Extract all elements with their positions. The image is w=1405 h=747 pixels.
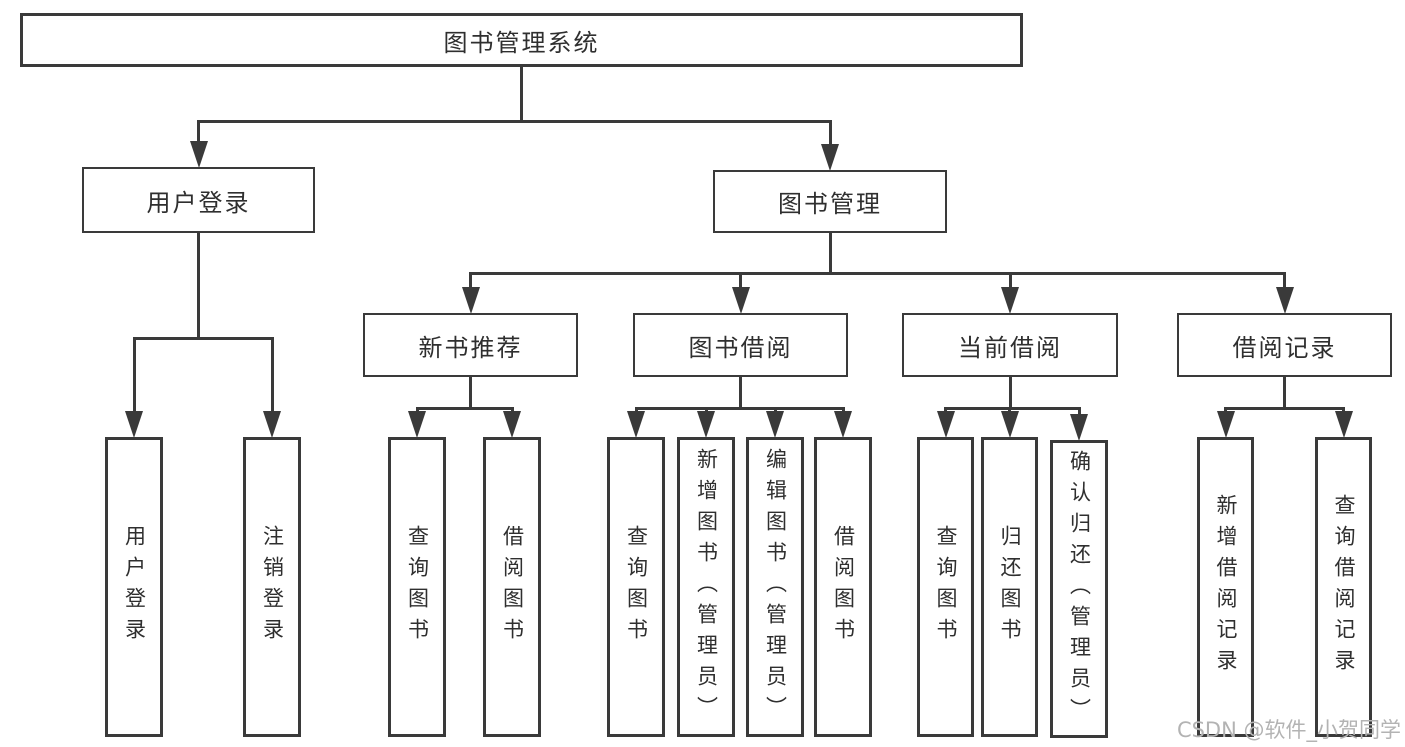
node-label: 查询借阅记录	[1332, 494, 1356, 680]
arrow-down-icon	[1334, 411, 1353, 438]
node-label: 图书借阅	[688, 333, 793, 362]
connector-line	[132, 337, 136, 417]
arrow-down-icon	[503, 411, 521, 438]
connector-line	[944, 407, 1081, 410]
connector-line	[469, 272, 472, 293]
watermark: CSDN @软件_小贺同学	[1176, 718, 1401, 742]
node-label: 借阅记录	[1232, 333, 1337, 362]
connector-line	[739, 377, 742, 410]
connector-line	[1283, 272, 1286, 293]
arrow-down-icon	[1000, 411, 1019, 438]
node-query-borrow-record: 查询借阅记录	[1315, 437, 1372, 737]
connector-line	[197, 120, 200, 147]
node-return-books: 归还图书	[981, 437, 1038, 737]
connector-line	[469, 272, 1286, 275]
node-query-books-borrow: 查询图书	[607, 437, 665, 737]
node-logout: 注销登录	[243, 437, 301, 737]
node-label: 新增借阅记录	[1214, 494, 1238, 680]
arrow-down-icon	[1216, 411, 1235, 438]
node-label: 借阅图书	[831, 525, 856, 649]
arrow-down-icon	[408, 411, 426, 438]
connector-line	[739, 272, 742, 293]
arrow-down-icon	[263, 411, 281, 438]
connector-line	[1077, 407, 1081, 420]
connector-line	[132, 337, 274, 340]
connector-line	[197, 120, 832, 123]
node-label: 确认归还（管理员）	[1067, 449, 1092, 729]
connector-line	[270, 337, 274, 417]
node-label: 用户登录	[122, 525, 147, 649]
node-confirm-return-admin: 确认归还（管理员）	[1050, 440, 1108, 738]
node-label: 查询图书	[624, 525, 649, 649]
connector-line	[828, 233, 832, 275]
node-book-borrowing: 图书借阅	[633, 313, 848, 377]
arrow-down-icon	[766, 411, 784, 438]
connector-line	[1008, 272, 1012, 293]
arrow-down-icon	[697, 411, 715, 438]
node-query-books-new: 查询图书	[388, 437, 446, 737]
node-label: 归还图书	[998, 525, 1022, 649]
node-borrowing-records: 借阅记录	[1177, 313, 1392, 377]
node-borrow-books: 借阅图书	[814, 437, 872, 737]
node-query-books-current: 查询图书	[917, 437, 974, 737]
arrow-down-icon	[627, 411, 645, 438]
node-label: 借阅图书	[500, 525, 525, 649]
connector-line	[1008, 377, 1012, 410]
node-book-management: 图书管理	[713, 170, 947, 233]
node-label: 用户登录	[146, 188, 251, 217]
arrow-down-icon	[936, 411, 955, 438]
connector-line	[1283, 377, 1286, 410]
node-label: 新增图书（管理员）	[694, 447, 719, 727]
node-user-login-group: 用户登录	[82, 167, 315, 233]
node-label: 编辑图书（管理员）	[763, 447, 788, 727]
node-current-borrowing: 当前借阅	[902, 313, 1118, 377]
arrow-down-icon	[1275, 287, 1294, 314]
node-label: 新书推荐	[418, 333, 523, 362]
node-add-books-admin: 新增图书（管理员）	[677, 437, 735, 737]
node-label: 注销登录	[260, 525, 285, 649]
connector-line	[1224, 407, 1345, 410]
node-label: 当前借阅	[958, 333, 1062, 362]
connector-line	[828, 120, 832, 150]
arrow-down-icon	[731, 287, 750, 314]
node-label: 图书管理系统	[443, 28, 600, 57]
node-borrow-books-new: 借阅图书	[483, 437, 541, 737]
node-label: 图书管理	[778, 190, 882, 218]
arrow-down-icon	[821, 144, 839, 171]
node-new-book-recommend: 新书推荐	[363, 313, 578, 377]
connector-line	[469, 377, 472, 410]
arrow-down-icon	[1001, 287, 1019, 314]
connector-line	[520, 67, 523, 123]
arrow-down-icon	[189, 141, 208, 168]
node-add-borrow-record: 新增借阅记录	[1197, 437, 1254, 737]
node-user-login: 用户登录	[105, 437, 163, 737]
connector-line	[415, 407, 514, 410]
connector-line	[197, 233, 200, 340]
node-label: 查询图书	[405, 525, 430, 649]
node-label: 查询图书	[934, 525, 958, 649]
arrow-down-icon	[461, 287, 480, 314]
arrow-down-icon	[1070, 414, 1088, 441]
arrow-down-icon	[834, 411, 852, 438]
node-edit-books-admin: 编辑图书（管理员）	[746, 437, 804, 737]
arrow-down-icon	[125, 411, 143, 438]
node-library-management-system: 图书管理系统	[20, 13, 1023, 67]
connector-line	[634, 407, 845, 410]
